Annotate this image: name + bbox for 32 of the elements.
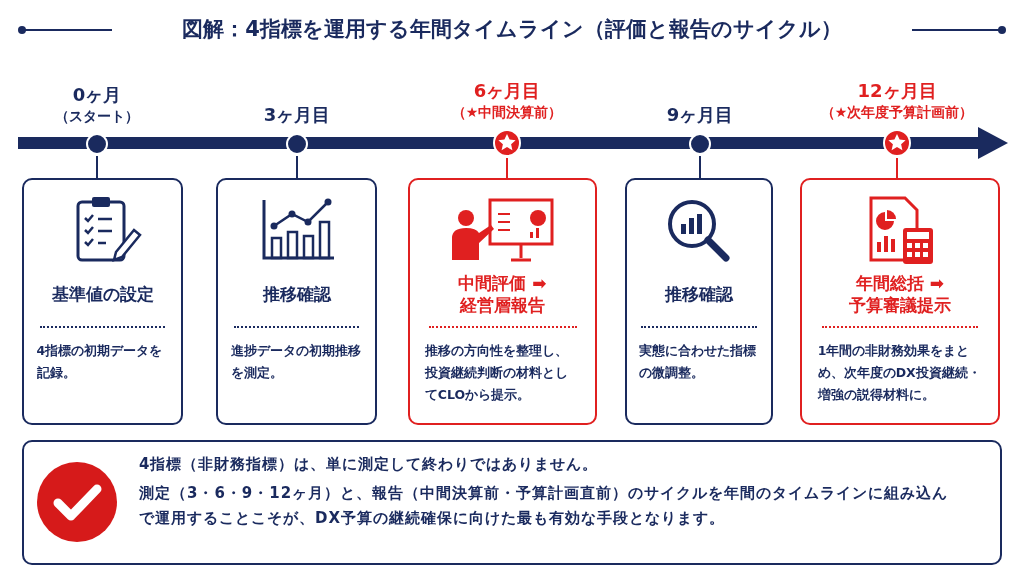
summary-panel: [22, 440, 1002, 565]
summary-text: 4指標（非財務指標）は、単に測定して終わりではありません。: [139, 454, 600, 475]
milestone-label: （★次年度予算計画前）: [820, 103, 974, 122]
card-description: 4指標の初期データを記録。: [36, 342, 164, 382]
connector-line: [96, 155, 98, 179]
milestone-label: 12ヶ月目: [857, 80, 937, 102]
milestone-label: 3ヶ月目: [263, 104, 331, 126]
milestone-label: 9ヶ月目: [666, 104, 734, 126]
milestone-card: [22, 178, 183, 425]
card-description: 1年間の非財務効果をまとめ、次年度のDX投資継続・増強の説得材料に。: [817, 342, 982, 404]
connector-line: [296, 155, 298, 179]
card-heading: 基準値の設定: [50, 283, 155, 306]
connector-line: [896, 157, 898, 179]
card-description: 進捗データの初期推移を測定。: [230, 342, 362, 382]
connector-line: [699, 155, 701, 179]
milestone-label: 6ヶ月目: [473, 80, 541, 102]
milestone-label: （★中間決算前）: [451, 103, 563, 122]
connector-line: [506, 157, 508, 179]
card-heading: 推移確認: [663, 283, 735, 306]
card-heading: 推移確認: [261, 283, 333, 306]
milestone-card: [800, 178, 1000, 425]
milestone-label: （スタート）: [55, 107, 139, 126]
card-heading: 年間総括 ➡ 予算審議提示: [848, 272, 952, 316]
milestone-label: 0ヶ月: [72, 84, 122, 106]
summary-text: 測定（3・6・9・12ヶ月）と、報告（中間決算前・予算計画直前）のサイクルを年間のタイムラインに組み込んで運用することこそが、DX予算の継続確保に向けた最も有効な手段となります。: [139, 483, 950, 529]
card-description: 推移の方向性を整理し、投資継続判断の材料としてCLOから提示。: [424, 342, 569, 404]
milestone-card: [408, 178, 597, 425]
card-heading: 中間評価 ➡ 経営層報告: [457, 272, 548, 316]
milestone-card: [216, 178, 377, 425]
diagram-title: 図解：4指標を運用する年間タイムライン（評価と報告のサイクル）: [181, 16, 843, 43]
card-description: 実態に合わせた指標の微調整。: [638, 342, 757, 382]
milestone-card: [625, 178, 773, 425]
